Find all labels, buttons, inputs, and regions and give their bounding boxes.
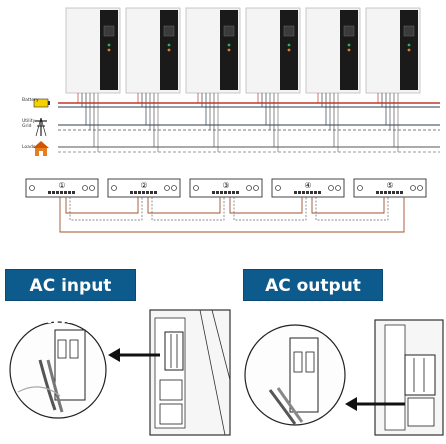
- ac-output-zoom-circle: [244, 324, 346, 426]
- board-number: ③: [222, 181, 229, 190]
- board-link: [229, 197, 307, 221]
- inverter-unit: [365, 7, 421, 152]
- parallel-link-lines: [59, 197, 405, 233]
- utility-grid-icon: [35, 117, 47, 137]
- bus-lines: [58, 102, 440, 153]
- board-number: ⑤: [386, 181, 393, 190]
- board-link: [65, 197, 143, 221]
- inverter-row: [65, 7, 421, 152]
- board-number: ④: [304, 181, 311, 190]
- battery-icon: [33, 98, 50, 108]
- ac-output-photo: [374, 319, 444, 436]
- board-number: ①: [58, 181, 65, 190]
- utility-grid-label: Utility Grid: [22, 119, 36, 129]
- loads-label: Loads: [22, 145, 36, 150]
- board-link: [311, 197, 389, 221]
- ac-output-caption: AC output wires: [243, 269, 383, 328]
- parallel-board: ④: [271, 178, 345, 198]
- inverter-unit: [245, 7, 301, 152]
- inverter-unit: [305, 7, 361, 152]
- house-loads-icon: [33, 141, 49, 156]
- inverter-unit: [185, 7, 241, 152]
- board-return-link: [59, 197, 405, 233]
- ac-input-zoom-circle: [9, 321, 107, 419]
- parallel-board: ②: [107, 178, 181, 198]
- parallel-board-row: ① ② ③ ④ ⑤: [25, 178, 427, 198]
- parallel-board: ⑤: [353, 178, 427, 198]
- ac-input-photo: [149, 309, 231, 436]
- inverter-unit: [125, 7, 181, 152]
- inverter-unit: [65, 7, 121, 152]
- board-number: ②: [140, 181, 147, 190]
- parallel-board: ③: [189, 178, 263, 198]
- ac-input-arrow-icon: [108, 348, 160, 362]
- parallel-board: ①: [25, 178, 99, 198]
- battery-label: Battery: [22, 98, 39, 103]
- board-link: [147, 197, 225, 221]
- ac-input-caption: AC input wires: [5, 269, 136, 328]
- ac-output-arrow-icon: [345, 397, 405, 411]
